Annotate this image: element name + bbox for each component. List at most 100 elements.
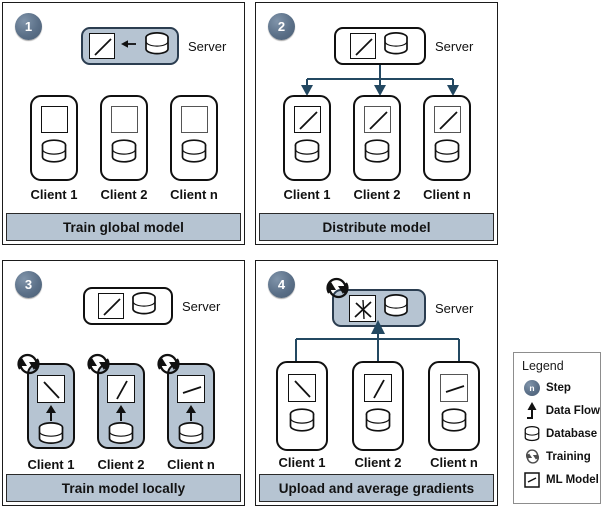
database-icon	[36, 421, 66, 452]
legend-label-database: Database	[546, 427, 598, 440]
client-box-2	[352, 361, 404, 451]
server-box	[81, 27, 179, 65]
panel-3-stage: 3 Server	[3, 261, 244, 472]
upload-flow-arrows	[295, 320, 460, 361]
ml-model-icon	[522, 471, 542, 488]
ml-model-icon	[440, 373, 468, 402]
client-label-n: Client n	[167, 457, 215, 472]
database-icon	[363, 407, 393, 439]
step-badge-letter: n	[524, 379, 540, 396]
panel-step-4: 4 Server	[255, 260, 498, 506]
training-cycle-icon	[157, 353, 180, 375]
client-label-1: Client 1	[278, 455, 326, 470]
client-label-2: Client 2	[97, 457, 145, 472]
client-label-1: Client 1	[283, 187, 331, 202]
database-icon	[439, 407, 469, 439]
client-label-1: Client 1	[30, 187, 78, 202]
client-box-2	[353, 95, 401, 181]
server-label: Server	[435, 38, 474, 54]
legend-label-step: Step	[546, 381, 571, 394]
step-badge-icon: n	[522, 379, 542, 396]
panel-step-2: 2 Server	[255, 2, 498, 245]
legend-label-training: Training	[546, 450, 591, 463]
panel-step-3: 3 Server	[2, 260, 245, 506]
panel-caption-4: Upload and average gradients	[259, 474, 494, 502]
ml-model-icon	[177, 375, 205, 403]
server-label: Server	[435, 300, 474, 316]
server-group-3: Server	[83, 287, 220, 325]
step-badge-2: 2	[268, 13, 295, 40]
database-icon	[362, 138, 392, 170]
client-label-n: Client n	[170, 187, 218, 202]
ml-model-empty-icon	[110, 106, 138, 134]
client-box-2	[97, 363, 145, 449]
ml-model-icon	[350, 33, 376, 59]
client-box-1	[283, 95, 331, 181]
server-group-2: Server	[334, 27, 473, 65]
client-label-2: Client 2	[353, 187, 401, 202]
local-train-arrow-icon	[186, 405, 196, 421]
training-cycle-icon	[17, 353, 40, 375]
server-box	[334, 27, 426, 65]
legend-item-data-flow: Data Flow	[522, 399, 600, 422]
arrow-left-icon	[121, 37, 137, 55]
ml-model-icon	[98, 293, 124, 319]
ml-model-icon	[288, 373, 316, 402]
step-badge-3: 3	[15, 271, 42, 298]
database-icon	[39, 138, 69, 170]
ml-model-icon	[107, 375, 135, 403]
ml-model-icon	[433, 106, 461, 134]
database-icon	[143, 31, 171, 62]
training-cycle-icon	[522, 448, 542, 465]
step-badge-4: 4	[268, 271, 295, 298]
database-icon	[179, 138, 209, 170]
ml-model-icon	[37, 375, 65, 403]
panel-step-1: 1	[2, 2, 245, 245]
panel-1-stage: 1	[3, 3, 244, 210]
client-box-n	[167, 363, 215, 449]
panel-caption-3: Train model locally	[6, 474, 241, 502]
local-train-arrow-icon	[116, 405, 126, 421]
ml-model-empty-icon	[180, 106, 208, 134]
ml-model-icon	[89, 33, 115, 59]
step-badge-1: 1	[15, 13, 42, 40]
client-label-n: Client n	[430, 455, 478, 470]
ml-model-icon	[364, 373, 392, 402]
client-label-n: Client n	[423, 187, 471, 202]
legend-label-ml-model: ML Model	[546, 473, 599, 486]
data-flow-arrow-icon	[522, 401, 542, 420]
client-box-1	[30, 95, 78, 181]
training-cycle-icon	[87, 353, 110, 375]
database-icon	[382, 293, 410, 324]
database-icon	[292, 138, 322, 170]
client-box-1	[27, 363, 75, 449]
database-icon	[522, 425, 542, 443]
legend-box: Legend n Step Data Flow Database	[513, 352, 601, 504]
client-label-1: Client 1	[27, 457, 75, 472]
panel-2-stage: 2 Server	[256, 3, 497, 210]
database-icon	[130, 291, 158, 322]
server-group-1: Server	[81, 27, 226, 65]
legend-title: Legend	[522, 359, 564, 373]
database-icon	[432, 138, 462, 170]
legend-item-ml-model: ML Model	[522, 468, 600, 491]
distribute-flow-arrows	[301, 65, 459, 96]
database-icon	[287, 407, 317, 439]
database-icon	[382, 31, 410, 62]
client-label-2: Client 2	[100, 187, 148, 202]
database-icon	[106, 421, 136, 452]
client-box-n	[428, 361, 480, 451]
legend-item-training: Training	[522, 445, 600, 468]
client-box-2	[100, 95, 148, 181]
client-box-n	[423, 95, 471, 181]
server-label: Server	[188, 38, 227, 54]
panel-caption-2: Distribute model	[259, 213, 494, 241]
database-icon	[176, 421, 206, 452]
panel-4-stage: 4 Server	[256, 261, 497, 471]
ml-model-averaged-icon	[348, 294, 376, 322]
legend-item-database: Database	[522, 422, 600, 445]
training-cycle-icon	[326, 277, 349, 299]
client-box-n	[170, 95, 218, 181]
ml-model-empty-icon	[40, 106, 68, 134]
database-icon	[109, 138, 139, 170]
